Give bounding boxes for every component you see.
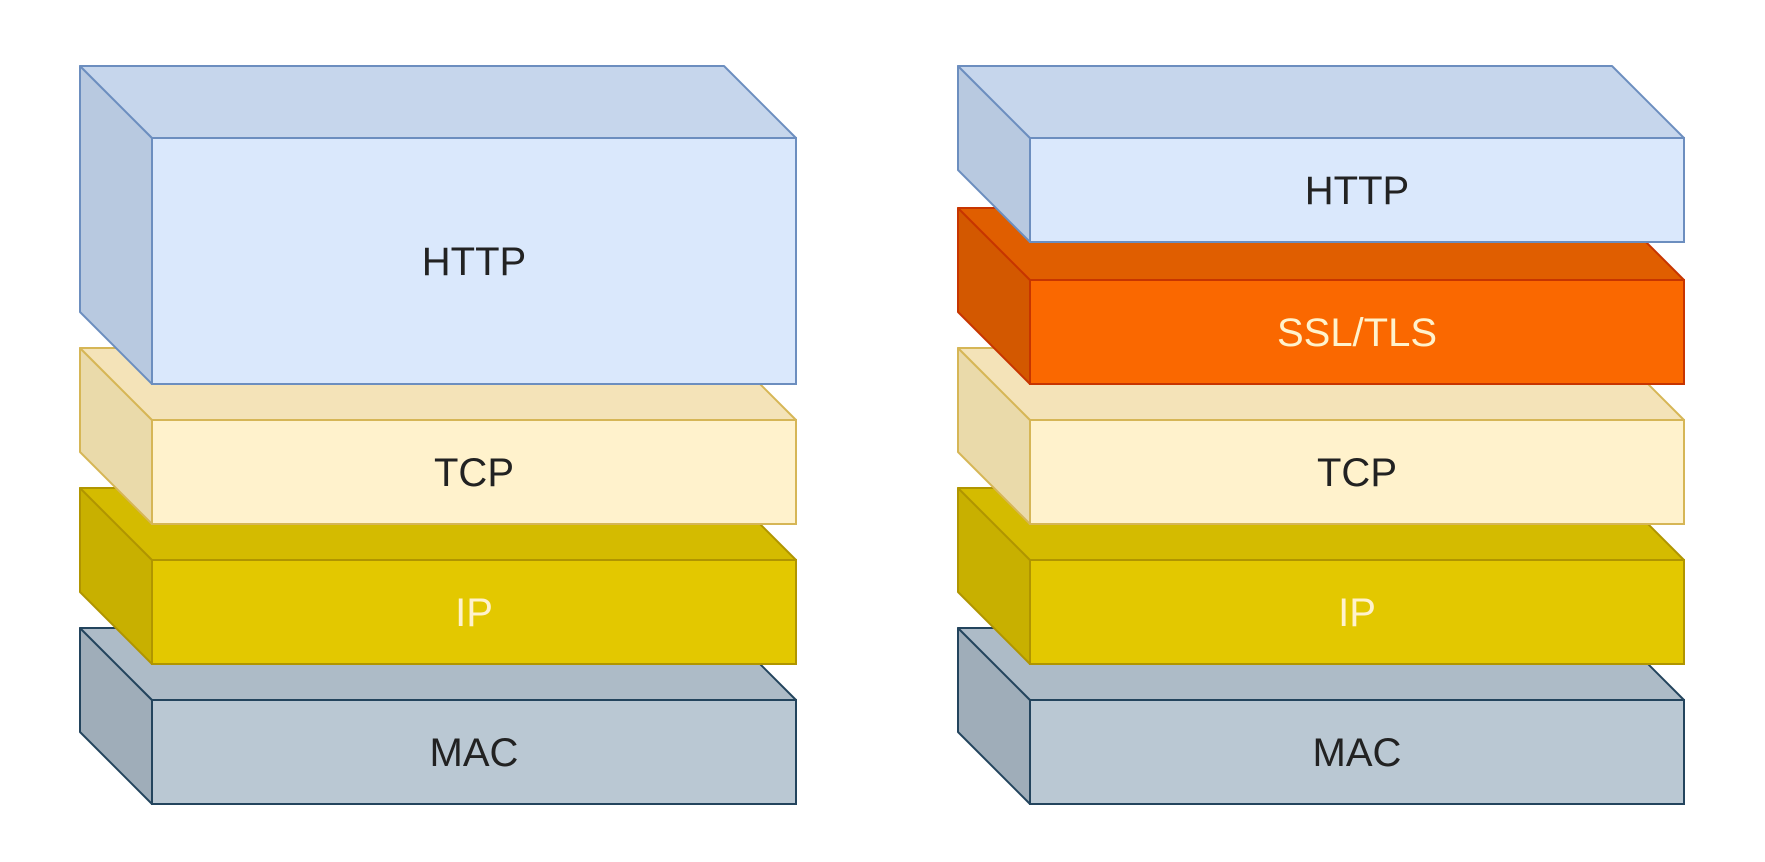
layer-ip-front-face xyxy=(1029,559,1685,665)
layer-label: IP xyxy=(1338,591,1376,635)
layer-http-front-face xyxy=(1029,137,1685,243)
layer-http-top-face xyxy=(957,65,1685,139)
layer-http: HTTP xyxy=(79,65,797,385)
layer-label: TCP xyxy=(434,451,514,495)
layer-tcp-front-face xyxy=(151,419,797,525)
layer-tcp-front-face xyxy=(1029,419,1685,525)
layer-label: MAC xyxy=(1313,731,1402,775)
layer-mac-front-face xyxy=(1029,699,1685,805)
layer-label: HTTP xyxy=(1305,169,1409,213)
layer-label: IP xyxy=(455,591,493,635)
layer-ip-front-face xyxy=(151,559,797,665)
http-stack: MAC IP TCP HTTP xyxy=(79,65,797,805)
layer-http-front-face xyxy=(151,137,797,385)
layer-label: HTTP xyxy=(422,240,526,284)
layer-mac-front-face xyxy=(151,699,797,805)
layer-label: SSL/TLS xyxy=(1277,311,1437,355)
layer-ssl-tls-front-face xyxy=(1029,279,1685,385)
layer-http-top-face xyxy=(79,65,797,139)
layer-label: TCP xyxy=(1317,451,1397,495)
layer-label: MAC xyxy=(430,731,519,775)
layer-http: HTTP xyxy=(957,65,1685,243)
https-stack: MAC IP TCP SSL/TLS HTTP xyxy=(957,65,1685,805)
